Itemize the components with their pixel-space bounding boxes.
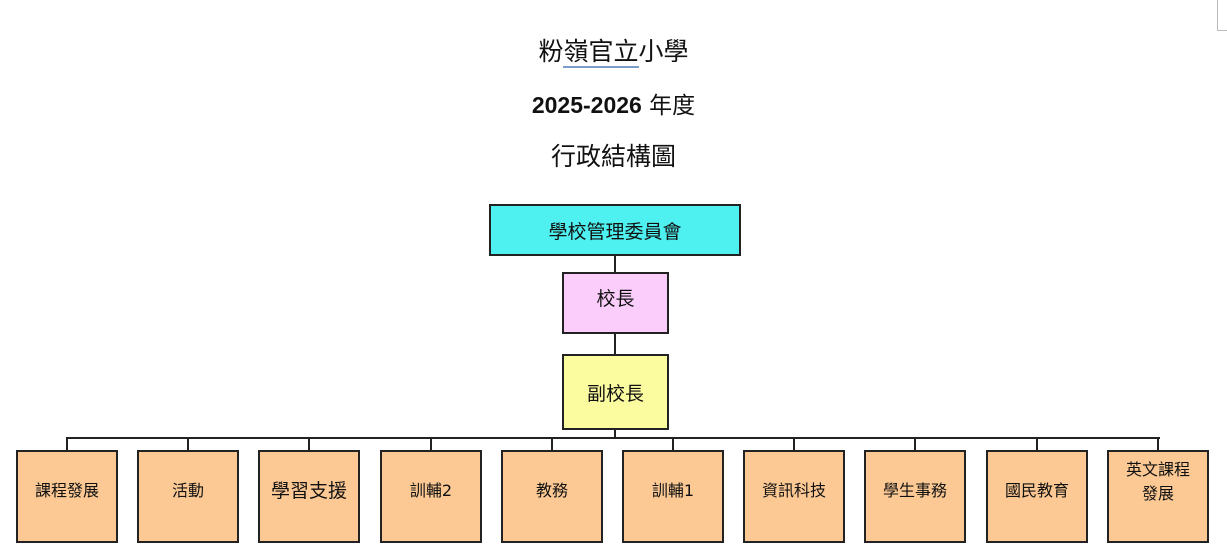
connector xyxy=(914,438,916,450)
connector xyxy=(614,256,616,272)
connector xyxy=(1036,438,1038,450)
school-year: 2025-2026 年度 xyxy=(0,86,1227,120)
connector xyxy=(1157,438,1159,450)
connector xyxy=(308,438,310,450)
node-department: 課程發展 xyxy=(16,450,118,543)
connector xyxy=(187,438,189,450)
school-name-part: 嶺官立 xyxy=(563,37,639,68)
node-department: 學生事務 xyxy=(864,450,966,543)
connector xyxy=(614,334,616,354)
page-corner-mark xyxy=(1217,0,1218,30)
node-committee: 學校管理委員會 xyxy=(489,204,741,256)
node-department: 學習支援 xyxy=(258,450,360,543)
node-principal: 校長 xyxy=(562,272,669,334)
node-department: 活動 xyxy=(137,450,239,543)
connector xyxy=(66,438,68,450)
page-corner-mark xyxy=(1217,30,1227,31)
connector xyxy=(430,438,432,450)
connector-horizontal xyxy=(66,437,1160,439)
connector xyxy=(672,438,674,450)
school-name-part: 粉 xyxy=(538,37,564,66)
chart-title: 行政結構圖 xyxy=(550,142,676,171)
year-suffix: 年度 xyxy=(641,93,696,119)
node-vice-principal: 副校長 xyxy=(562,354,669,430)
node-department: 教務 xyxy=(501,450,603,543)
school-name-part: 小學 xyxy=(638,37,689,66)
node-department: 資訊科技 xyxy=(743,450,845,543)
connector xyxy=(551,438,553,450)
node-department: 國民教育 xyxy=(986,450,1088,543)
connector xyxy=(793,438,795,450)
node-department: 訓輔1 xyxy=(622,450,724,543)
connector xyxy=(614,430,616,438)
school-name: 粉嶺官立小學 xyxy=(0,32,1227,68)
year-range: 2025-2026 xyxy=(531,92,642,118)
node-department: 英文課程發展 xyxy=(1107,450,1209,543)
node-department: 訓輔2 xyxy=(380,450,482,543)
